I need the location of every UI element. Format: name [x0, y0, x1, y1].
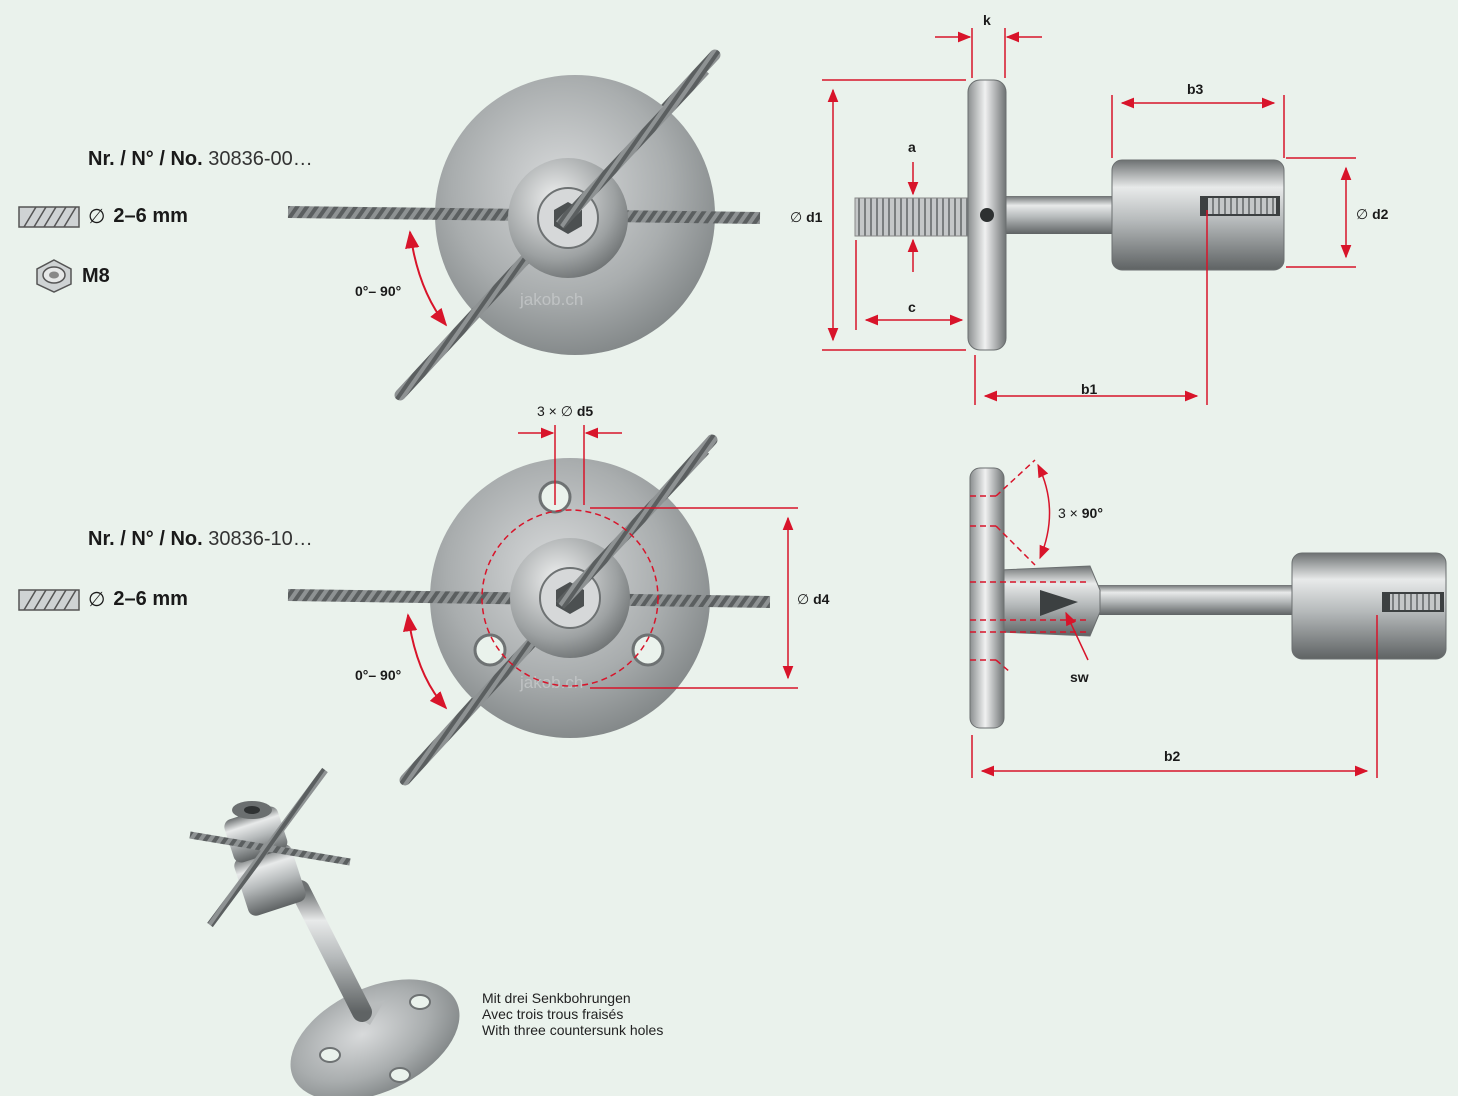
cable [207, 767, 328, 928]
hex-nut-icon [36, 259, 72, 293]
label-d1: ∅ d1 [790, 209, 823, 225]
product-3d-photo [189, 767, 460, 1096]
shaft [1000, 196, 1118, 234]
product1-thread-spec: M8 [34, 258, 110, 294]
label-a: a [908, 139, 916, 155]
pitch-circle [481, 509, 659, 687]
thread-bolt [854, 197, 971, 237]
countersunk-hole [631, 633, 665, 667]
label-b2: b2 [1164, 748, 1181, 764]
dim-b1 [974, 210, 1208, 405]
caption-de: Mit drei Senkbohrungen [482, 990, 631, 1006]
cross-hole [980, 208, 994, 222]
mounting-disc [969, 467, 1005, 729]
label-sw: sw [1070, 669, 1089, 685]
dim-d5 [518, 425, 622, 505]
countersunk-hole [473, 633, 507, 667]
caption: Mit drei Senkbohrungen Avec trois trous … [482, 990, 663, 1038]
product2-photo: jakob.ch [287, 434, 771, 786]
cable-icon [18, 205, 80, 228]
dim-d4 [590, 507, 798, 689]
cable-clamp-head [234, 844, 306, 916]
dim-c [855, 240, 964, 330]
angle-arc-2 [403, 613, 448, 710]
label-b3: b3 [1187, 81, 1204, 97]
wrench-flat [1040, 590, 1078, 616]
watermark: jakob.ch [519, 673, 583, 692]
label-d5: 3 × ∅ d5 [537, 403, 593, 419]
side-view-threaded [854, 79, 1285, 351]
label-b1: b1 [1081, 381, 1098, 397]
label-d4: ∅ d4 [797, 591, 830, 607]
base-plate [290, 979, 460, 1096]
dim-b2 [971, 615, 1378, 778]
shaft [290, 880, 372, 1022]
product2-cable-spec: ∅ 2–6 mm [18, 587, 188, 612]
angle-arc-1 [405, 230, 448, 327]
angle-arc-90 [1037, 463, 1051, 560]
label-d2: ∅ d2 [1356, 206, 1389, 222]
side-view-countersunk [969, 467, 1447, 729]
angle-label-2: 0°– 90° [355, 667, 401, 683]
shaft [1090, 585, 1305, 615]
label-angle-90: 3 × 90° [1058, 505, 1103, 521]
cable-clamp-head [1111, 159, 1285, 271]
dim-d1 [822, 79, 966, 351]
product2-number: Nr. / N° / No. 30836-10… [88, 528, 313, 550]
caption-en: With three countersunk holes [482, 1022, 664, 1038]
watermark: jakob.ch [519, 290, 583, 309]
cable-icon [18, 588, 80, 611]
product1-cable-spec: ∅ 2–6 mm [18, 204, 188, 229]
angle-label-1: 0°– 90° [355, 283, 401, 299]
cable-clamp-head [1291, 552, 1447, 660]
dim-d2 [1286, 157, 1356, 268]
dim-b3 [1111, 95, 1285, 158]
product1-photo: jakob.ch [287, 49, 761, 401]
dim-sw [1065, 611, 1089, 661]
label-k: k [983, 12, 991, 28]
caption-fr: Avec trois trous fraisés [482, 1006, 624, 1022]
label-c: c [908, 299, 916, 315]
dim-k [935, 28, 1042, 78]
product1-number: Nr. / N° / No. 30836-00… [88, 148, 313, 170]
